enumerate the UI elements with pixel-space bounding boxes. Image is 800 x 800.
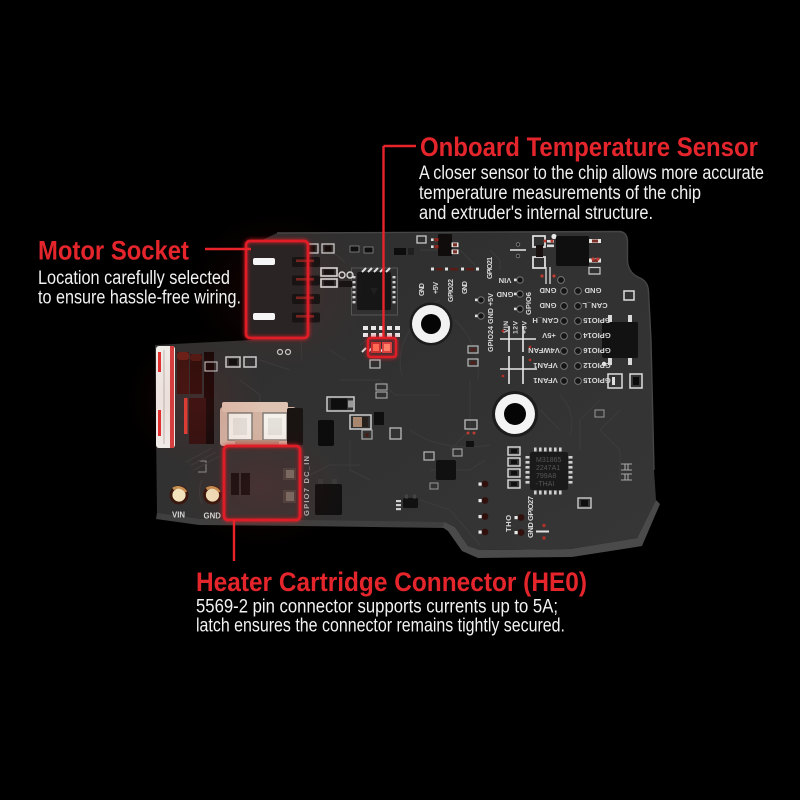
svg-text:temperature measurements of th: temperature measurements of the chip bbox=[419, 183, 701, 204]
svg-text:V4WFAN: V4WFAN bbox=[528, 346, 560, 355]
svg-text:-THAI: -THAI bbox=[536, 481, 554, 488]
svg-text:GPIO22: GPIO22 bbox=[448, 279, 455, 302]
svg-text:+5V: +5V bbox=[522, 321, 529, 334]
svg-text:VIN: VIN bbox=[503, 321, 510, 333]
svg-text:799A8: 799A8 bbox=[536, 473, 556, 480]
svg-text:GPIO14: GPIO14 bbox=[583, 331, 611, 340]
svg-text:VIN: VIN bbox=[172, 511, 185, 520]
svg-text:VIN: VIN bbox=[499, 276, 512, 285]
svg-text:12V: 12V bbox=[513, 321, 520, 334]
svg-text:latch ensures the connector re: latch ensures the connector remains tigh… bbox=[196, 616, 565, 637]
svg-text:GND: GND bbox=[419, 283, 426, 296]
svg-text:VFAN1: VFAN1 bbox=[532, 376, 557, 385]
svg-text:GPIO16: GPIO16 bbox=[583, 346, 610, 355]
svg-text:Onboard Temperature Sensor: Onboard Temperature Sensor bbox=[420, 132, 758, 162]
svg-text:GPIO24 GND +5V: GPIO24 GND +5V bbox=[486, 292, 495, 352]
svg-text:GPIO15: GPIO15 bbox=[583, 316, 611, 325]
svg-text:and extruder's internal struct: and extruder's internal structure. bbox=[419, 203, 653, 224]
svg-text:CAN_H: CAN_H bbox=[532, 316, 558, 325]
svg-text:GND: GND bbox=[462, 281, 469, 294]
svg-text:GND: GND bbox=[584, 286, 601, 295]
svg-text:GPIO15: GPIO15 bbox=[583, 376, 611, 385]
svg-text:5569-2 pin connector supports: 5569-2 pin connector supports currents u… bbox=[196, 597, 558, 618]
svg-text:A closer sensor to the chip al: A closer sensor to the chip allows more … bbox=[419, 163, 764, 184]
svg-text:VFAN1: VFAN1 bbox=[532, 361, 557, 370]
svg-text:GPIO6: GPIO6 bbox=[524, 292, 533, 315]
svg-text:THO: THO bbox=[504, 515, 513, 532]
svg-text:GND: GND bbox=[496, 290, 513, 299]
svg-text:2247A1: 2247A1 bbox=[536, 465, 560, 472]
svg-text:Motor Socket: Motor Socket bbox=[38, 236, 189, 266]
svg-text:+5V: +5V bbox=[541, 331, 556, 340]
svg-text:Location carefully selected: Location carefully selected bbox=[38, 268, 230, 289]
svg-text:GND GPIO27: GND GPIO27 bbox=[526, 496, 535, 538]
svg-text:GND: GND bbox=[539, 301, 556, 310]
svg-text:GND: GND bbox=[539, 286, 556, 295]
svg-text:Heater Cartridge Connector (HE: Heater Cartridge Connector (HE0) bbox=[196, 567, 587, 597]
svg-text:M31865: M31865 bbox=[536, 457, 561, 464]
svg-text:GPIO12: GPIO12 bbox=[583, 361, 610, 370]
svg-text:to ensure hassle-free wiring.: to ensure hassle-free wiring. bbox=[38, 288, 241, 309]
svg-text:+5V: +5V bbox=[433, 282, 440, 294]
svg-text:CAN_L: CAN_L bbox=[582, 301, 608, 310]
svg-text:GPIO21: GPIO21 bbox=[487, 257, 494, 279]
